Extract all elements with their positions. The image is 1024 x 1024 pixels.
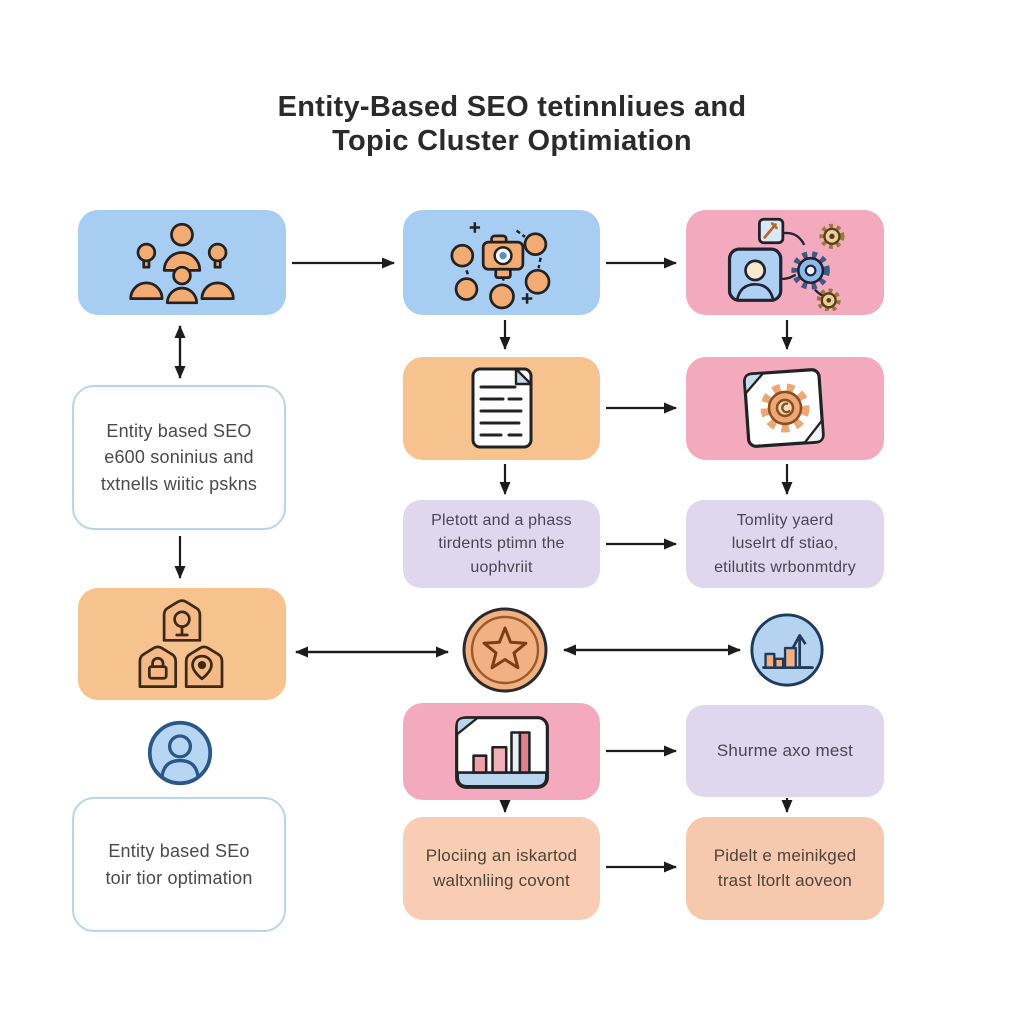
badges-icon [138, 599, 224, 688]
node-topicality-note: Tomlity yaerd luselrt df stiao, etilutit… [686, 500, 884, 588]
node-user-process [686, 210, 884, 315]
note-text: Entity based SEo toir tior optimation [105, 841, 253, 888]
title-line-2: Topic Cluster Optimiation [332, 125, 692, 158]
note-text: Entity based SEO e600 soninius and txtne… [100, 421, 258, 494]
title-line-1: Entity-Based SEO tetinnliues and [277, 91, 747, 123]
node-user-avatar [146, 719, 214, 787]
node-tracking-note: Plociing an iskartod waltxnliing covont [403, 817, 600, 920]
note-text: Pletott and a phass tirdents ptimn the u… [431, 512, 572, 576]
node-local-badges [78, 588, 286, 700]
star-medal-icon [462, 607, 548, 693]
node-phase-note: Pletott and a phass tirdents ptimn the u… [403, 500, 600, 588]
document-gear-icon [742, 367, 825, 448]
page-title: Entity-Based SEO tetinnliues and Topic C… [0, 90, 1024, 158]
document-icon [471, 367, 532, 448]
node-share-note: Shurme axo mest [686, 705, 884, 797]
user-process-icon [727, 217, 845, 311]
node-growth-chart [748, 611, 826, 689]
node-analytics-board [403, 703, 600, 800]
note-text: Plociing an iskartod waltxnliing covont [425, 845, 578, 890]
note-text: Pidelt e meinikged trast ltorlt aoveon [713, 845, 857, 890]
note-text: Shurme axo mest [716, 740, 854, 760]
people-group-icon [129, 222, 235, 304]
analytics-chart-icon [454, 715, 549, 789]
node-star-medal [461, 606, 549, 694]
node-entity-network [403, 210, 600, 315]
entity-network-icon [450, 221, 550, 309]
node-entity-seo-note-bottom: Entity based SEo toir tior optimation [72, 797, 286, 932]
user-avatar-icon [147, 720, 213, 786]
node-content-document [403, 357, 600, 460]
node-entity-seo-note-top: Entity based SEO e600 soninius and txtne… [72, 385, 286, 530]
note-text: Tomlity yaerd luselrt df stiao, etilutit… [714, 512, 856, 576]
growth-chart-icon [750, 613, 824, 687]
node-audience-group [78, 210, 286, 315]
node-trust-note: Pidelt e meinikged trast ltorlt aoveon [686, 817, 884, 920]
node-document-gear [686, 357, 884, 460]
